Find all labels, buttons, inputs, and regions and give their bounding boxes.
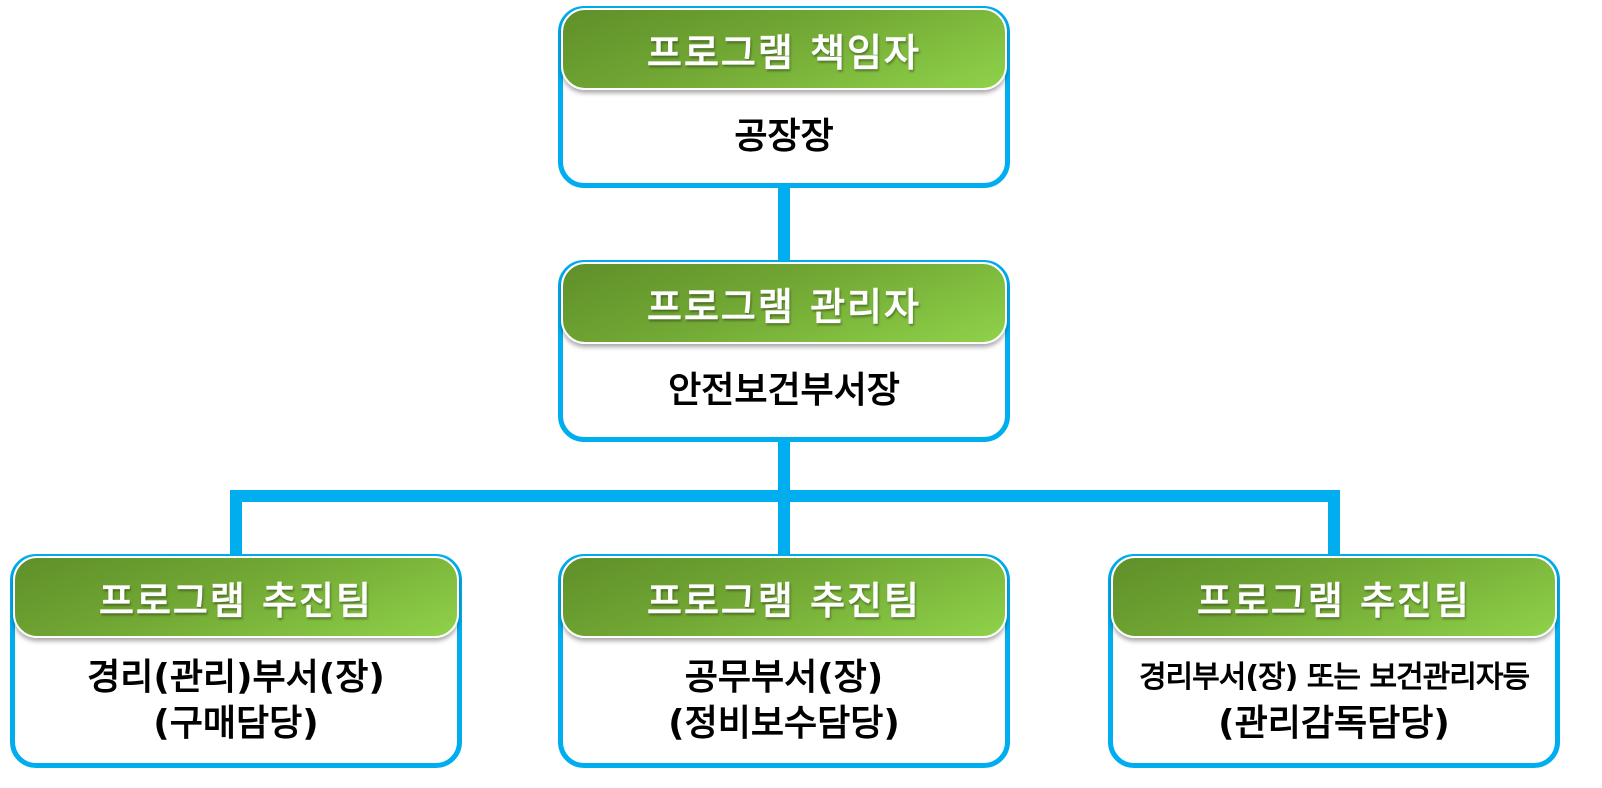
node-body: 공장장 (563, 91, 1005, 183)
node-body: 공무부서(장) (정비보수담당) (563, 639, 1005, 763)
node-title: 프로그램 추진팀 (99, 578, 373, 623)
node-header: 프로그램 추진팀 (1111, 556, 1557, 638)
node-header: 프로그램 관리자 (561, 262, 1007, 344)
node-program-manager: 프로그램 관리자 안전보건부서장 (558, 260, 1010, 442)
node-header: 프로그램 추진팀 (13, 556, 459, 638)
node-body-line: 공장장 (734, 116, 834, 157)
node-body-line: 경리(관리)부서(장) (87, 657, 385, 698)
node-body-line: 안전보건부서장 (668, 370, 900, 411)
node-title: 프로그램 추진팀 (1197, 578, 1471, 623)
node-body-line: 경리부서(장) 또는 보건관리자등 (1138, 660, 1530, 695)
node-team-accounting: 프로그램 추진팀 경리(관리)부서(장) (구매담당) (10, 554, 462, 768)
node-body-line: (관리감독담당) (1218, 703, 1450, 744)
node-body: 안전보건부서장 (563, 345, 1005, 437)
node-program-responsible: 프로그램 책임자 공장장 (558, 6, 1010, 188)
node-header: 프로그램 책임자 (561, 8, 1007, 90)
node-title: 프로그램 추진팀 (647, 578, 921, 623)
node-body-line: 공무부서(장) (684, 657, 884, 698)
node-body: 경리부서(장) 또는 보건관리자등 (관리감독담당) (1113, 639, 1555, 763)
node-header: 프로그램 추진팀 (561, 556, 1007, 638)
node-title: 프로그램 관리자 (647, 284, 921, 329)
node-title: 프로그램 책임자 (647, 30, 921, 75)
node-team-engineering: 프로그램 추진팀 공무부서(장) (정비보수담당) (558, 554, 1010, 768)
node-body-line: (정비보수담당) (668, 703, 900, 744)
node-body-line: (구매담당) (153, 703, 319, 744)
node-body: 경리(관리)부서(장) (구매담당) (15, 639, 457, 763)
node-team-supervision: 프로그램 추진팀 경리부서(장) 또는 보건관리자등 (관리감독담당) (1108, 554, 1560, 768)
